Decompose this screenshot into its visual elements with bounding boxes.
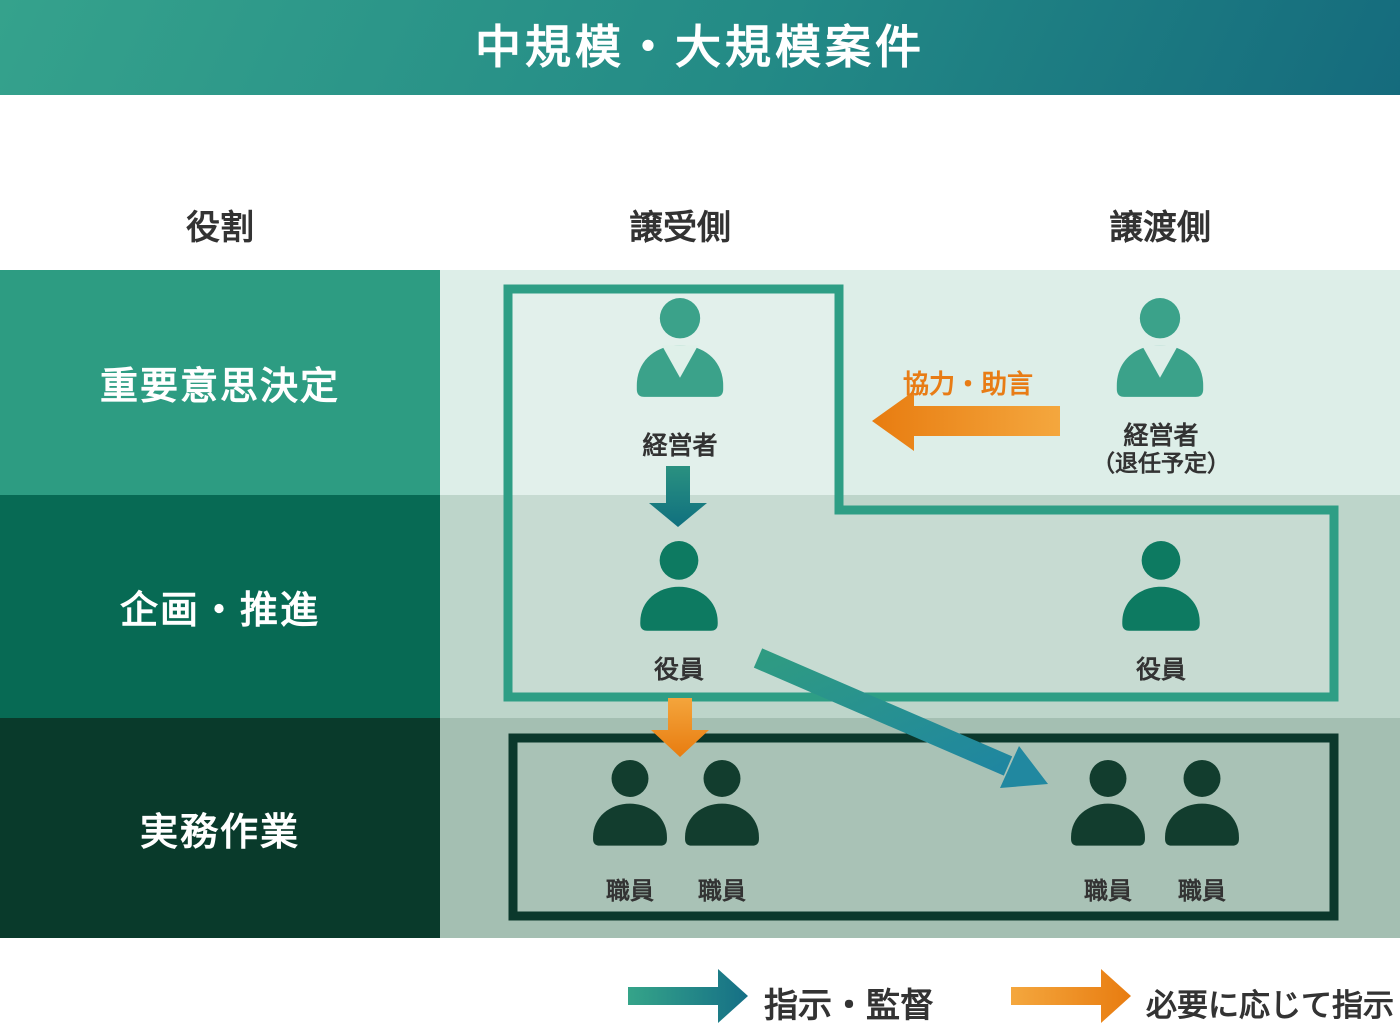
transferor-manager-note: （退任予定） (1092, 450, 1230, 476)
acquirer-officer-person-icon (640, 541, 718, 631)
row-label-planning: 企画・推進 (0, 495, 440, 718)
transferor-staff-2-label: 職員 (1178, 878, 1226, 905)
legend-teal-arrow-icon (628, 969, 748, 1023)
legend-orange-label: 必要に応じて指示 (1146, 988, 1394, 1023)
legend-teal-label: 指示・監督 (764, 987, 934, 1024)
acquirer-officer-label: 役員 (653, 656, 704, 684)
transferor-officer-label: 役員 (1135, 656, 1186, 684)
acquirer-manager-label: 経営者 (642, 432, 718, 460)
transferor-manager-label: 経営者 (1123, 422, 1199, 450)
acquirer-manager-person-icon (636, 298, 724, 397)
acquirer-staff-2-person-icon (685, 760, 759, 846)
column-header-acquirer: 譲受側 (629, 209, 731, 247)
transferor-staff-1-label: 職員 (1084, 878, 1132, 905)
cooperation-arrow-label: 協力・助言 (902, 369, 1033, 399)
page-title: 中規模・大規模案件 (475, 21, 925, 73)
transferor-staff-1-person-icon (1071, 760, 1145, 846)
acquirer-staff-2-label: 職員 (698, 878, 746, 905)
transferor-officer-person-icon (1122, 541, 1200, 631)
row-label-operations: 実務作業 (0, 718, 440, 938)
transferor-staff-2-person-icon (1165, 760, 1239, 846)
acquirer-staff-1-label: 職員 (606, 878, 654, 905)
column-header-transferor: 譲渡側 (1109, 209, 1211, 247)
acquirer-staff-1-person-icon (593, 760, 667, 846)
row-label-decision: 重要意思決定 (0, 270, 440, 495)
header-band (0, 0, 1400, 95)
transferor-manager-person-icon (1116, 298, 1204, 397)
column-header-role: 役割 (186, 209, 254, 247)
legend-orange-arrow-icon (1011, 969, 1131, 1023)
